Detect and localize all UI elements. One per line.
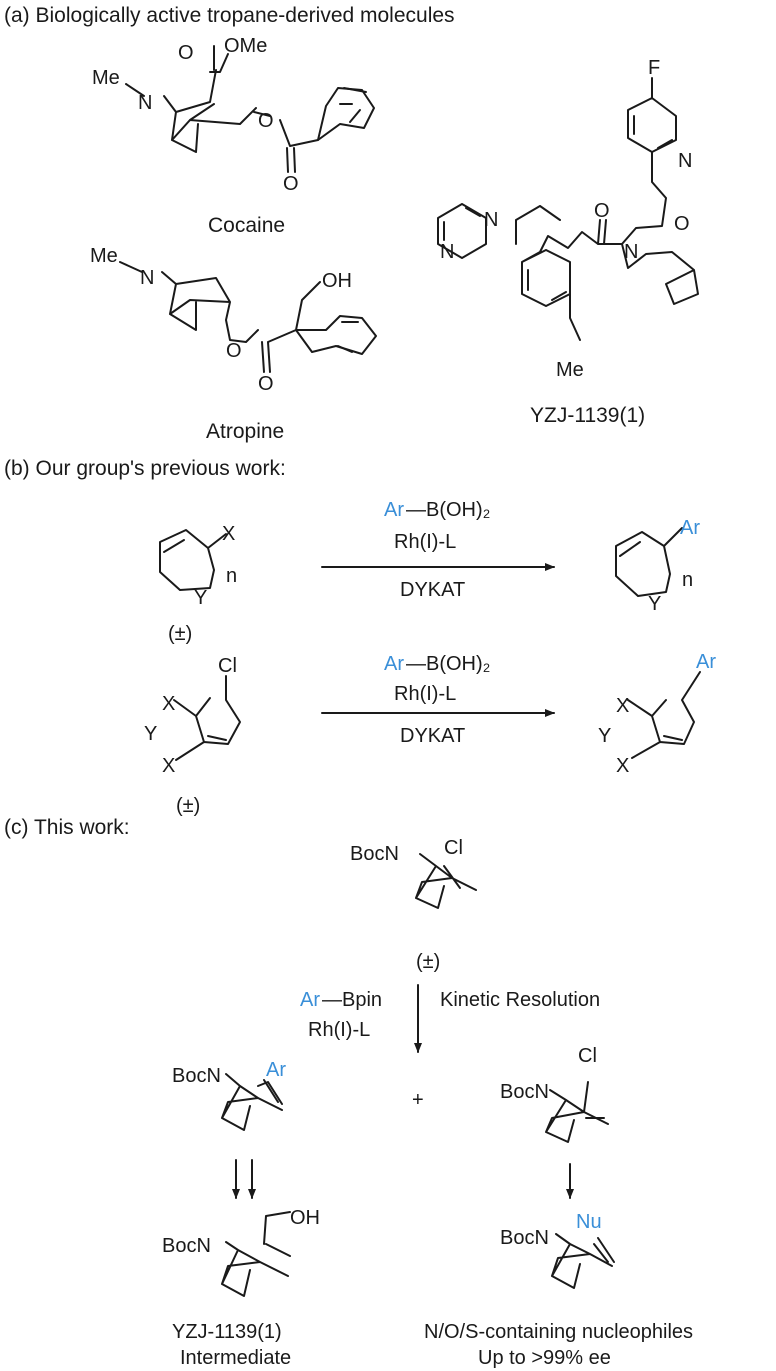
b1-sm-x-label: X <box>222 523 235 545</box>
section-c-title: (c) This work: <box>4 816 130 839</box>
cocaine-me-label: Me <box>92 67 120 89</box>
c-reagent-rest: Bpin <box>342 989 382 1011</box>
c-prod-ar-label: Ar <box>266 1059 286 1081</box>
yzj-n-pyrimidine-1-label: N <box>484 209 498 231</box>
b2-prod-y-label: Y <box>598 725 611 747</box>
c-catalyst: Rh(I)-L <box>308 1019 370 1041</box>
b2-prod-x1-label: X <box>616 695 629 717</box>
atropine-oh-label: OH <box>322 270 352 292</box>
c-product-cl: BocN Cl <box>500 1045 609 1143</box>
b1-sm-n-label: n <box>226 565 237 587</box>
atropine-name: Atropine <box>206 420 284 443</box>
c-prod-cl-bocn-label: BocN <box>500 1081 549 1103</box>
b1-prod-n-label: n <box>682 569 693 591</box>
c-prod-nu-label: Nu <box>576 1211 602 1233</box>
c-prod-oh-caption-1: YZJ-1139(1) <box>172 1321 282 1343</box>
b2-racemic-label: (±) <box>176 795 200 817</box>
b1-reagent-rest: B(OH)₂ <box>426 499 490 521</box>
c-sm-bocn-label: BocN <box>350 843 399 865</box>
atropine-o-carbonyl-label: O <box>258 373 274 395</box>
yzj-1139-structure: F N O O N N N Me YZJ-1139(1) <box>437 57 699 427</box>
yzj-o-ether-label: O <box>674 213 690 235</box>
cocaine-n-label: N <box>138 92 152 114</box>
b2-catalyst: Rh(I)-L <box>394 683 456 705</box>
b2-condition: DYKAT <box>400 725 465 747</box>
b2-prod-ar-label: Ar <box>696 651 716 673</box>
b2-sm-x2-label: X <box>162 755 175 777</box>
yzj-me-label: Me <box>556 359 584 381</box>
c-prod-cl-label: Cl <box>578 1045 597 1067</box>
reaction-b2: Cl X Y X (±) Ar—B(OH)₂ Rh(I)-L DYKAT Ar … <box>144 651 716 817</box>
c-process: Kinetic Resolution <box>440 989 600 1011</box>
cocaine-o-carbonyl-label: O <box>178 42 194 64</box>
atropine-structure: Me N OH O O Atropine <box>90 245 377 443</box>
cocaine-o-benzoate-label: O <box>283 173 299 195</box>
c-prod-nu-bocn-label: BocN <box>500 1227 549 1249</box>
reaction-b1: X Y n (±) Ar—B(OH)₂ Rh(I)-L DYKAT Ar Y n <box>159 499 700 645</box>
c-sm-cl-label: Cl <box>444 837 463 859</box>
c-reagent-ar: Ar <box>300 989 320 1011</box>
c-product-oh: BocN OH YZJ-1139(1) Intermediate <box>162 1207 320 1369</box>
b2-reagent-ar: Ar <box>384 653 404 675</box>
cocaine-structure: Me N O OMe O O Cocaine <box>92 35 375 237</box>
cocaine-ome-label: OMe <box>224 35 267 57</box>
b1-prod-y-label: Y <box>648 593 661 615</box>
yzj-name: YZJ-1139(1) <box>530 404 645 427</box>
c-prod-nu-caption-1: N/O/S-containing nucleophiles <box>424 1321 693 1343</box>
svg-text:Ar—B(OH)₂: Ar—B(OH)₂ <box>384 653 490 675</box>
b2-reagent-rest: B(OH)₂ <box>426 653 490 675</box>
section-a-title: (a) Biologically active tropane-derived … <box>4 4 455 27</box>
b2-sm-x1-label: X <box>162 693 175 715</box>
cocaine-o-ester-label: O <box>258 110 274 132</box>
yzj-o-amide-label: O <box>594 200 610 222</box>
section-b-title: (b) Our group's previous work: <box>4 457 286 480</box>
c-prod-nu-caption-2: Up to >99% ee <box>478 1347 611 1369</box>
yzj-n-amide-label: N <box>624 241 638 263</box>
c-sm-racemic-label: (±) <box>416 951 440 973</box>
b1-condition: DYKAT <box>400 579 465 601</box>
c-prod-ar-bocn-label: BocN <box>172 1065 221 1087</box>
atropine-me-label: Me <box>90 245 118 267</box>
b1-catalyst: Rh(I)-L <box>394 531 456 553</box>
yzj-n-pyridine-label: N <box>678 150 692 172</box>
cocaine-name: Cocaine <box>208 214 285 237</box>
c-plus: + <box>412 1089 424 1111</box>
c-prod-oh-caption-2: Intermediate <box>180 1347 291 1369</box>
c-product-ar: BocN Ar <box>172 1059 286 1131</box>
b1-prod-ar-label: Ar <box>680 517 700 539</box>
b2-sm-y-label: Y <box>144 723 157 745</box>
c-starting-material: BocN Cl (±) <box>350 837 477 973</box>
yzj-n-pyrimidine-2-label: N <box>440 241 454 263</box>
b1-reagent-ar: Ar <box>384 499 404 521</box>
c-prod-oh-label: OH <box>290 1207 320 1229</box>
c-prod-oh-bocn-label: BocN <box>162 1235 211 1257</box>
b1-racemic-label: (±) <box>168 623 192 645</box>
yzj-f-label: F <box>648 57 660 79</box>
atropine-n-label: N <box>140 267 154 289</box>
b2-sm-cl-label: Cl <box>218 655 237 677</box>
b1-sm-y-label: Y <box>194 587 207 609</box>
svg-text:Ar—B(OH)₂: Ar—B(OH)₂ <box>384 499 490 521</box>
c-product-nu: BocN Nu N/O/S-containing nucleophiles Up… <box>424 1211 693 1369</box>
svg-text:Ar—Bpin: Ar—Bpin <box>300 989 382 1011</box>
atropine-o-ester-label: O <box>226 340 242 362</box>
b2-prod-x2-label: X <box>616 755 629 777</box>
